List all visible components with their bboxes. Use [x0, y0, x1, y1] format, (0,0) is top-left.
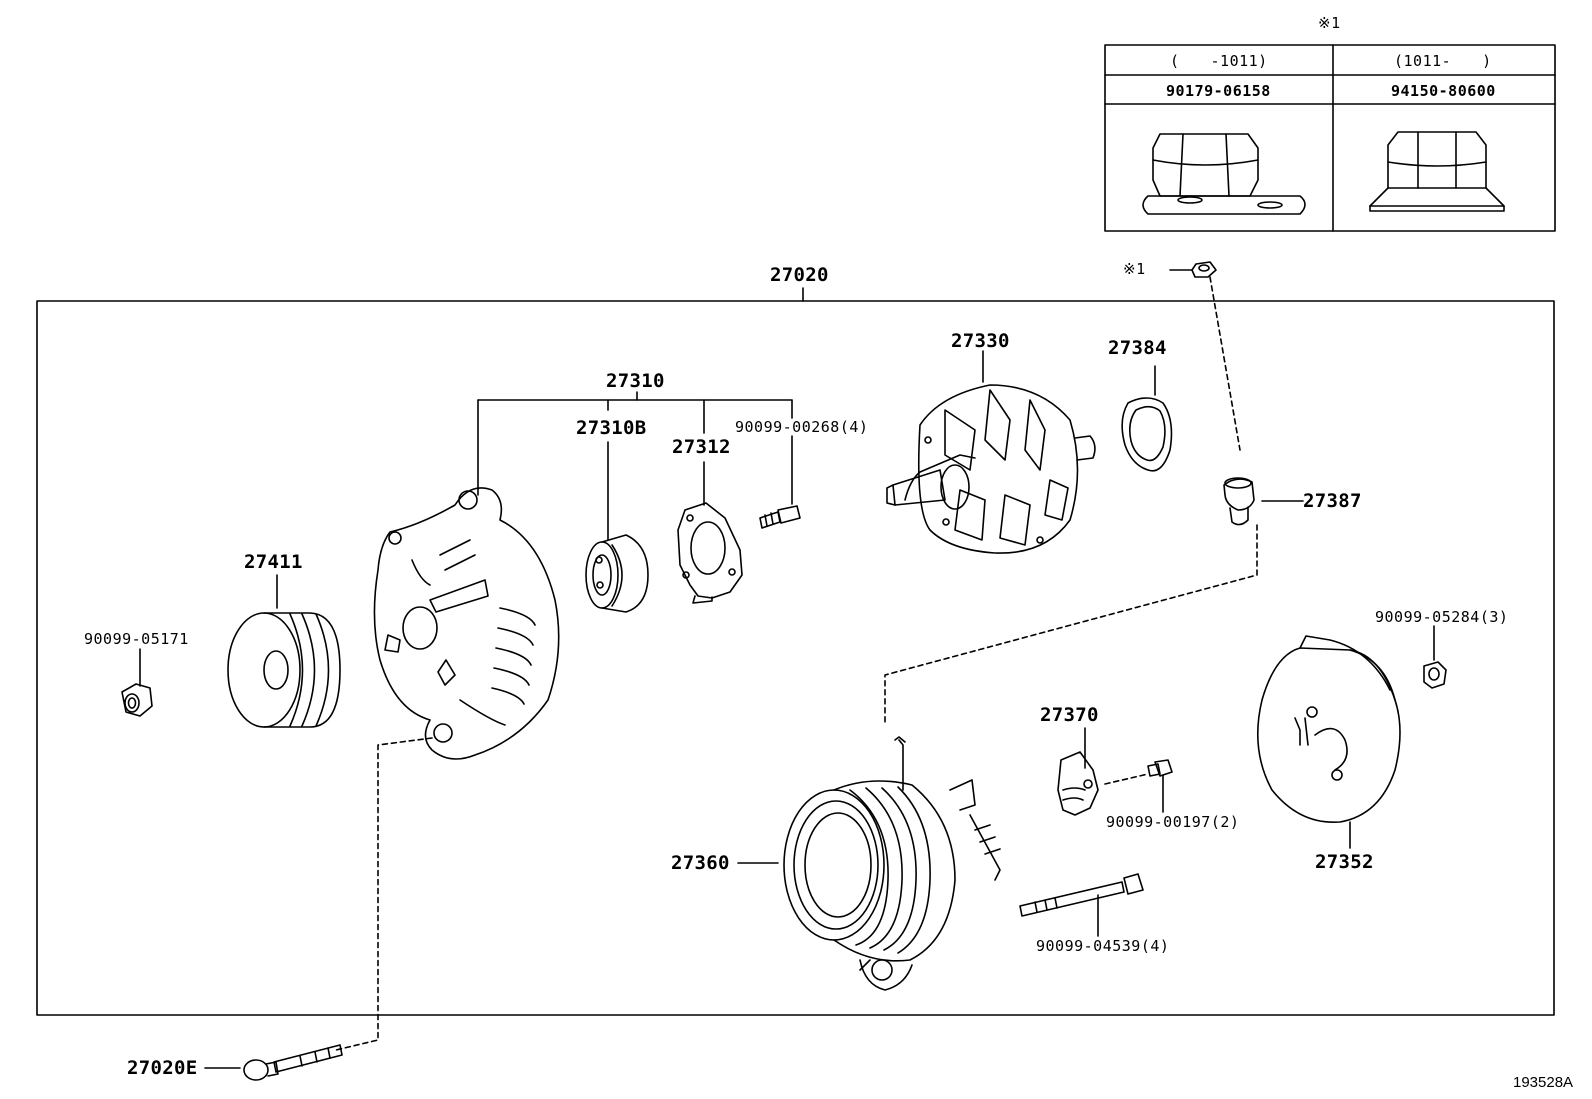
label-27020e: 27020E [127, 1057, 198, 1079]
bolt-27020e-icon [243, 1044, 343, 1081]
retainer-plate-27312-icon [677, 502, 743, 604]
brush-holder-27370-icon [1057, 751, 1099, 816]
bolt-90099-04539-icon [1019, 873, 1144, 917]
label-27360: 27360 [671, 852, 730, 874]
screw-90099-00197-icon [1147, 759, 1173, 777]
note-table-mark: ※1 [1318, 14, 1341, 32]
label-90099-05171: 90099-05171 [84, 630, 189, 648]
pulley-27411-icon [227, 612, 341, 728]
label-27370: 27370 [1040, 704, 1099, 726]
label-27310: 27310 [606, 370, 665, 392]
note-header-right: (1011- ) [1394, 52, 1492, 70]
label-27312: 27312 [672, 436, 731, 458]
label-27411: 27411 [244, 551, 303, 573]
note-part-right: 94150-80600 [1391, 82, 1496, 100]
bracket-27310 [477, 391, 793, 541]
screw-90099-00268-icon [759, 505, 801, 529]
assembly-frame [36, 300, 1555, 1016]
note-header-left: ( -1011) [1170, 52, 1268, 70]
bearing-27310b-icon [585, 534, 649, 613]
rear-cover-27352-icon [1257, 635, 1401, 824]
label-90099-05284: 90099-05284(3) [1375, 608, 1509, 626]
nut-90099-05284-icon [1423, 661, 1447, 689]
note-table-frame [1104, 44, 1556, 232]
label-90099-00197: 90099-00197(2) [1106, 813, 1240, 831]
ring-27384-icon [1121, 397, 1173, 472]
bushing-27387-icon [1223, 477, 1255, 526]
rectifier-end-frame-icon [783, 736, 1001, 991]
label-27310b: 27310B [576, 417, 647, 439]
nut-mark-label: ※1 [1123, 260, 1146, 278]
nut-with-washer-icon [1142, 133, 1306, 215]
flange-nut-icon [1369, 131, 1505, 212]
label-27387: 27387 [1303, 490, 1362, 512]
rotor-27330-icon [886, 384, 1096, 554]
assembly-part-number: 27020 [770, 264, 829, 286]
nut-star1-icon [1169, 261, 1217, 278]
label-27352: 27352 [1315, 851, 1374, 873]
label-90099-00268: 90099-00268(4) [735, 418, 869, 436]
label-27384: 27384 [1108, 337, 1167, 359]
diagram-reference-code: 193528A [1513, 1074, 1574, 1091]
label-90099-04539: 90099-04539(4) [1036, 937, 1170, 955]
note-part-left: 90179-06158 [1166, 82, 1271, 100]
nut-90099-05171-icon [121, 683, 153, 717]
drive-end-frame-icon [373, 487, 560, 760]
label-27330: 27330 [951, 330, 1010, 352]
